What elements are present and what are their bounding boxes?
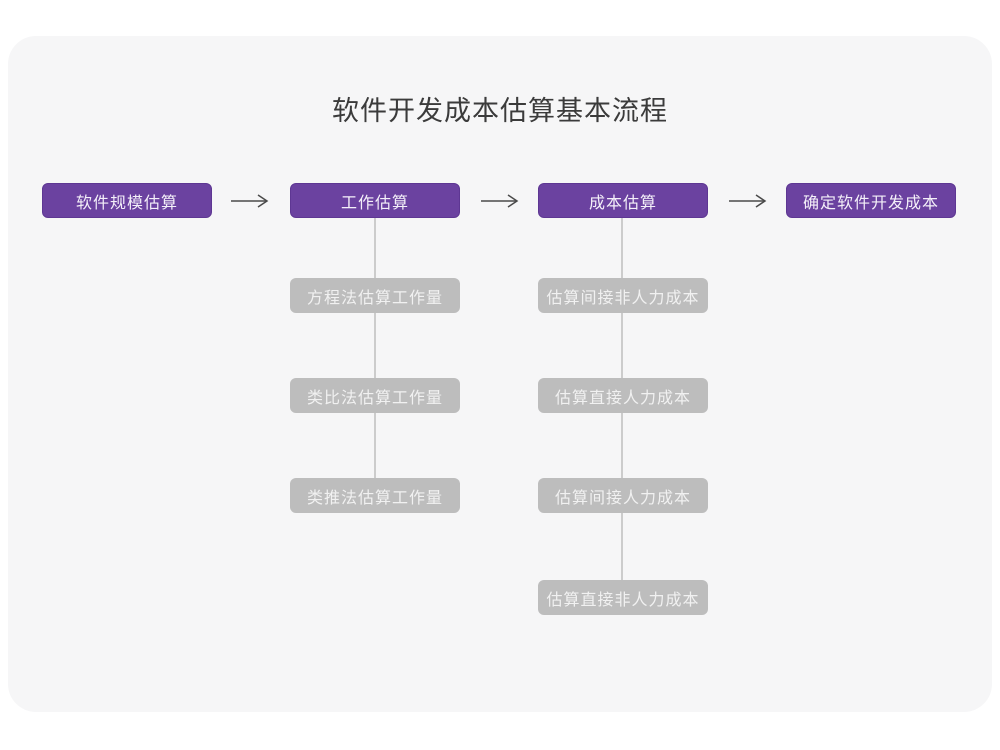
sub-box-direct-labor-cost: 估算直接人力成本 [538, 378, 708, 413]
sub-box-label: 估算直接人力成本 [554, 389, 691, 407]
step-label: 确定软件开发成本 [802, 194, 939, 212]
sub-box-label: 类推法估算工作量 [306, 489, 443, 507]
sub-box-indirect-nonlabor-cost: 估算间接非人力成本 [538, 278, 708, 313]
step-box-determine-development-cost: 确定软件开发成本 [786, 183, 956, 218]
step-label: 成本估算 [588, 194, 657, 212]
flow-arrow-icon [481, 194, 519, 208]
step-box-work-estimation: 工作估算 [290, 183, 460, 218]
sub-box-label: 估算间接非人力成本 [546, 289, 700, 307]
flow-arrow-icon [729, 194, 767, 208]
sub-box-indirect-labor-cost: 估算间接人力成本 [538, 478, 708, 513]
sub-box-label: 估算直接非人力成本 [546, 591, 700, 609]
sub-box-direct-nonlabor-cost: 估算直接非人力成本 [538, 580, 708, 615]
flow-arrow-icon [231, 194, 269, 208]
step-box-software-scale-estimation: 软件规模估算 [42, 183, 212, 218]
sub-box-extrapolation-method: 类推法估算工作量 [290, 478, 460, 513]
diagram-title: 软件开发成本估算基本流程 [332, 96, 668, 126]
sub-box-label: 估算间接人力成本 [554, 489, 691, 507]
sub-box-equation-method: 方程法估算工作量 [290, 278, 460, 313]
step-label: 软件规模估算 [75, 194, 178, 212]
sub-box-label: 方程法估算工作量 [306, 289, 443, 307]
sub-box-label: 类比法估算工作量 [306, 389, 443, 407]
diagram-card [8, 36, 992, 712]
step-box-cost-estimation: 成本估算 [538, 183, 708, 218]
connector-line-work-column [374, 218, 376, 500]
sub-box-analogy-method: 类比法估算工作量 [290, 378, 460, 413]
step-label: 工作估算 [340, 194, 409, 212]
